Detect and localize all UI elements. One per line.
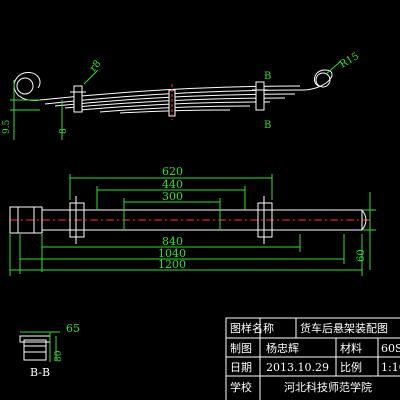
plan-outline	[9, 196, 363, 244]
date-value: 2013.10.29	[266, 361, 329, 374]
section-dim-65-label: 65	[66, 322, 80, 335]
center-bolt	[168, 84, 176, 120]
side-view: r8 R15 B B 9.5 8	[2, 51, 361, 140]
scale-label: 比例	[340, 360, 362, 374]
plan-right-eye	[361, 209, 367, 231]
right-clamp	[252, 81, 268, 111]
left-vertical-dims	[10, 80, 63, 140]
scale-value: 1:10	[381, 361, 400, 374]
dim-1200-label: 1200	[158, 258, 186, 271]
dim-620-label: 620	[162, 165, 183, 178]
r8-leader	[83, 69, 99, 85]
title-name-label: 图样名称	[230, 321, 274, 335]
section-bb-dims	[20, 331, 60, 362]
school-label: 学校	[230, 380, 252, 394]
dim-440-label: 440	[162, 178, 183, 191]
dim-1040-label: 1040	[158, 247, 186, 260]
section-bb-shape	[19, 335, 51, 361]
drafter-name: 杨忠辉	[266, 341, 299, 355]
plan-view: 620 440 300 840 1040 1200 60	[9, 165, 376, 276]
r15-leader	[325, 61, 341, 75]
dim-60-label: 60	[356, 249, 367, 262]
left-clamp	[70, 85, 86, 113]
school-value: 河北科技师范学院	[284, 380, 372, 394]
radius-r15-label: R15	[338, 51, 361, 71]
section-dim-80-label: 80	[54, 350, 64, 362]
title-block: 图样名称 货车后悬架装配图 制图 杨忠辉 材料 60Si2Mn 日期 2013.…	[225, 317, 400, 400]
dim-8-label: 8	[59, 128, 69, 134]
section-bb-label: B-B	[30, 366, 50, 379]
drafter-label: 制图	[230, 342, 252, 355]
section-mark-top: B	[264, 71, 271, 82]
dim-840-label: 840	[162, 235, 183, 248]
material-label: 材料	[340, 341, 362, 355]
right-spring-eye	[304, 69, 333, 91]
radius-r8-label: r8	[88, 58, 104, 74]
dim-300-label: 300	[162, 190, 183, 203]
section-mark-bottom: B	[264, 120, 271, 131]
plan-dimension-lines	[9, 174, 376, 276]
dim-9-5-label: 9.5	[2, 119, 12, 134]
section-bb: 65 80 B-B	[19, 322, 80, 379]
left-spring-eye	[13, 71, 41, 101]
title-name-value: 货车后悬架装配图	[300, 321, 388, 335]
material-value: 60Si2Mn	[381, 342, 400, 355]
date-label: 日期	[230, 361, 252, 374]
